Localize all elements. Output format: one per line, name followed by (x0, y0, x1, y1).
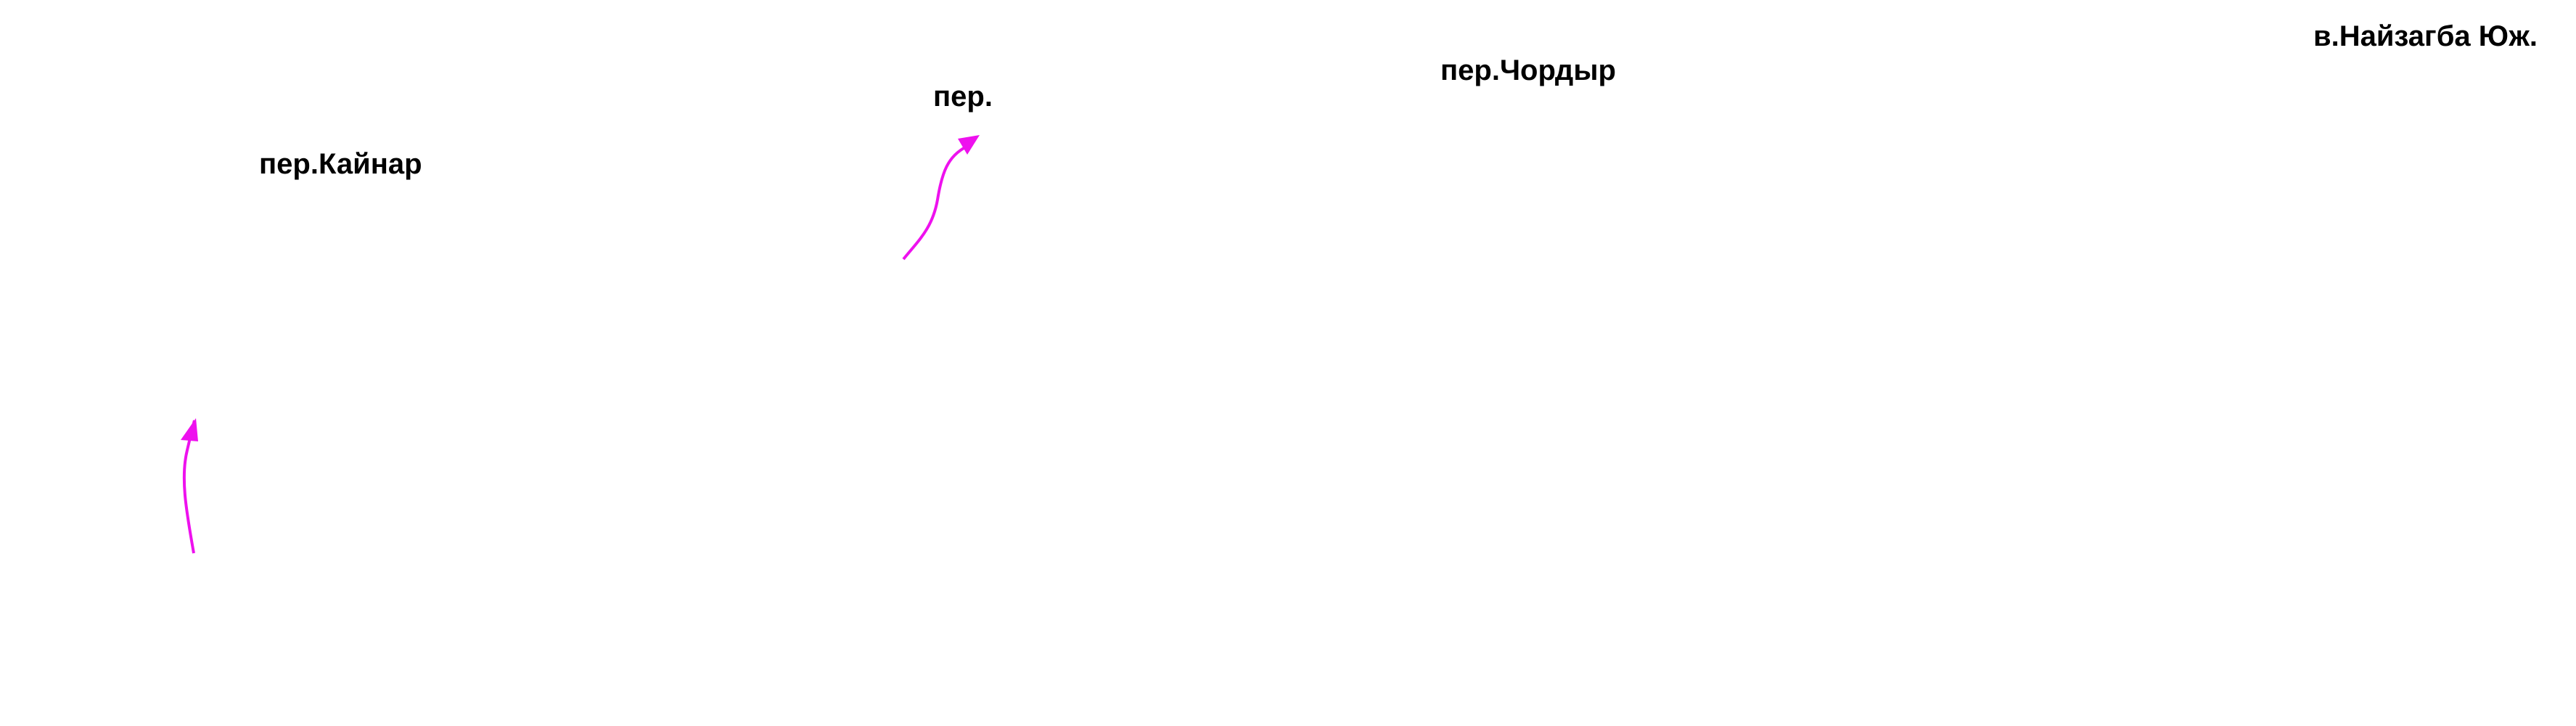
pass-label-chordyr: пер.Чордыр (1440, 54, 1616, 86)
route-arrow-middle (902, 145, 967, 261)
peak-label-nayzagba: в.Найзагба Юж. (2313, 20, 2538, 52)
pass-label-kaynar: пер.Кайнар (259, 148, 422, 180)
pass-label-per: пер. (933, 81, 993, 113)
route-arrowhead-middle-icon (958, 135, 980, 155)
route-arrowhead-left-icon (181, 418, 198, 441)
